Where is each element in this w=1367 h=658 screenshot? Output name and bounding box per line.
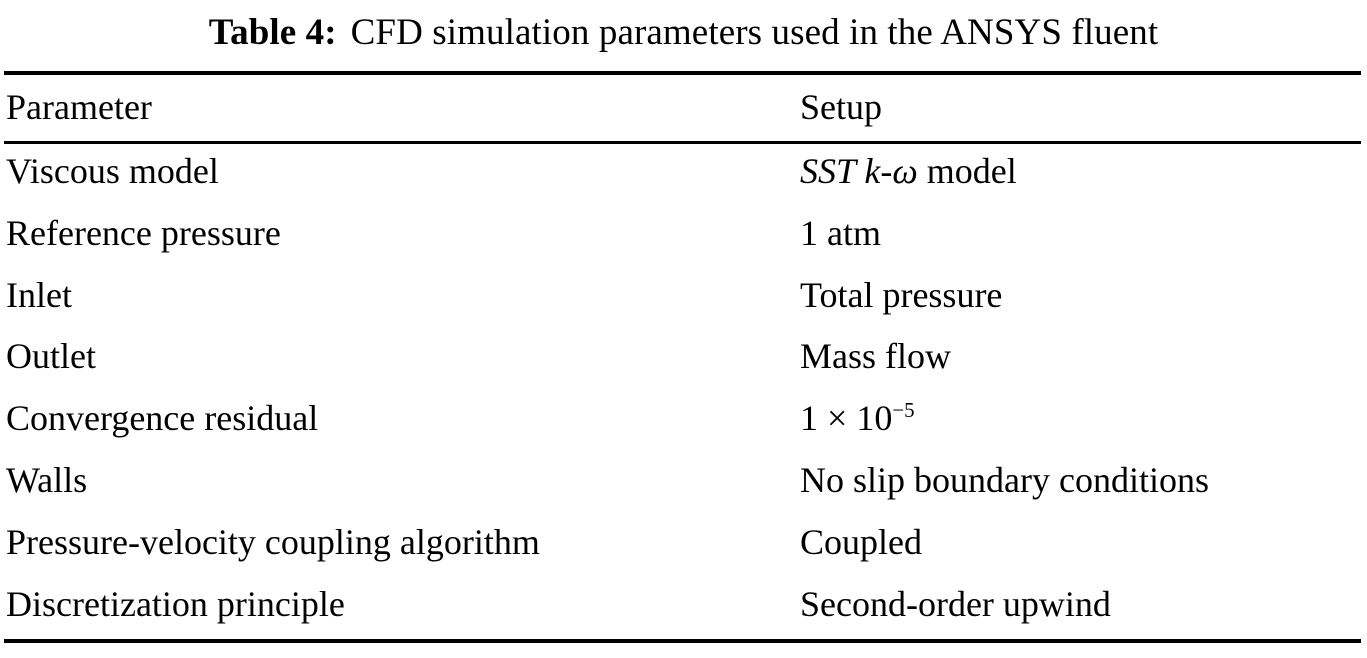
- table-row: Convergence residual 1 × 10−5: [0, 388, 1367, 450]
- table-caption-text: CFD simulation parameters used in the AN…: [350, 11, 1159, 53]
- cell-parameter: Convergence residual: [6, 398, 319, 439]
- table-row: Inlet Total pressure: [0, 265, 1367, 327]
- cell-parameter: Viscous model: [6, 151, 219, 191]
- table-caption-label: Table 4:: [208, 11, 337, 53]
- table-row: Viscous model SST k-ω model: [0, 141, 1367, 203]
- table-row: Walls No slip boundary conditions: [0, 450, 1367, 512]
- cell-setup: 1 × 10−5: [800, 398, 915, 439]
- cell-setup: Coupled: [800, 521, 922, 562]
- cell-parameter: Inlet: [6, 274, 72, 315]
- table-caption: Table 4: CFD simulation parameters used …: [0, 0, 1367, 66]
- cell-setup: Mass flow: [800, 336, 951, 377]
- column-header-parameter: Parameter: [6, 87, 152, 128]
- cell-setup: SST k-ω model: [800, 151, 1017, 191]
- column-header-setup: Setup: [800, 87, 883, 128]
- table-bottom-rule: [4, 639, 1361, 643]
- cell-setup: Total pressure: [800, 274, 1003, 315]
- table-header-rule: [4, 141, 1361, 144]
- parameters-table: Parameter Setup Viscous model SST k-ω mod…: [0, 75, 1367, 635]
- cell-parameter: Discretization principle: [6, 583, 345, 624]
- cell-setup: 1 atm: [800, 212, 881, 253]
- table-top-rule: [4, 71, 1361, 75]
- cell-setup: No slip boundary conditions: [800, 459, 1209, 500]
- table-row: Outlet Mass flow: [0, 326, 1367, 388]
- table-row: Reference pressure 1 atm: [0, 203, 1367, 265]
- cell-parameter: Pressure-velocity coupling algorithm: [6, 521, 540, 562]
- cell-parameter: Walls: [6, 459, 88, 500]
- cell-parameter: Reference pressure: [6, 212, 281, 253]
- table-header-row: Parameter Setup: [0, 75, 1367, 141]
- cell-setup: Second-order upwind: [800, 583, 1111, 624]
- table-row: Pressure-velocity coupling algorithm Coup…: [0, 512, 1367, 574]
- cell-parameter: Outlet: [6, 336, 96, 377]
- table-row: Discretization principle Second-order upw…: [0, 574, 1367, 636]
